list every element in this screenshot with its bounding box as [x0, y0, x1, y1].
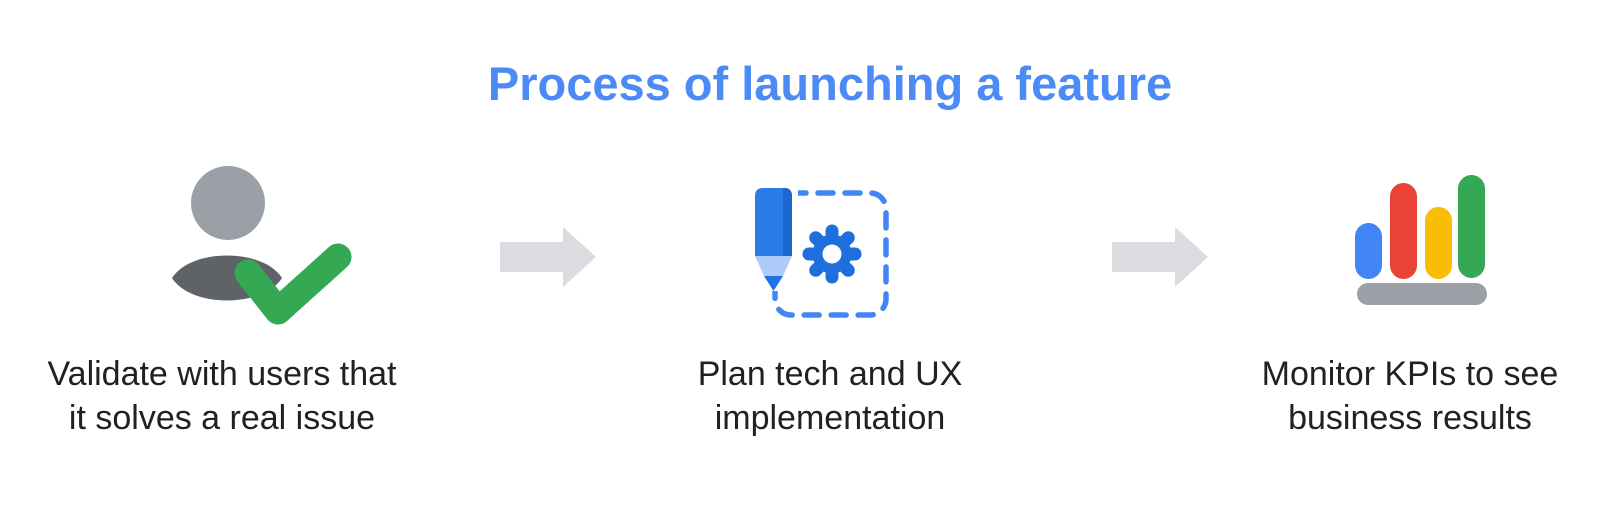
person-head — [191, 166, 265, 240]
caption-line: it solves a real issue — [68, 399, 376, 437]
bar-chart-icon — [1355, 175, 1487, 305]
step-caption-monitor: Monitor KPIs to see business results — [1210, 352, 1600, 440]
chart-bar-yellow — [1425, 207, 1452, 279]
right-arrow-icon — [500, 227, 596, 287]
chart-base — [1357, 283, 1487, 305]
arrow-shape — [500, 227, 596, 287]
pencil-body — [755, 188, 792, 256]
chart-bar-red — [1390, 183, 1417, 279]
pencil-gear-icon — [750, 183, 889, 318]
chart-bar-blue — [1355, 223, 1382, 279]
pencil-body-shade — [783, 188, 792, 256]
check-mark — [234, 243, 352, 325]
pencil-tip — [764, 276, 783, 291]
arrow-shape — [1112, 227, 1208, 287]
user-check-icon — [172, 166, 352, 325]
right-arrow-icon — [1112, 227, 1208, 287]
diagram-title: Process of launching a feature — [487, 57, 1173, 110]
caption-line: Validate with users that — [47, 355, 397, 393]
caption-line: Plan tech and UX — [697, 355, 963, 393]
step-caption-plan: Plan tech and UX implementation — [630, 352, 1030, 440]
caption-line: Monitor KPIs to see — [1261, 355, 1559, 393]
step-caption-validate: Validate with users that it solves a rea… — [22, 352, 422, 440]
caption-line: business results — [1288, 399, 1532, 437]
pencil — [755, 188, 792, 291]
caption-line: implementation — [714, 399, 946, 437]
pencil-collar — [755, 256, 792, 276]
gear-hole — [822, 244, 842, 264]
chart-bar-green — [1458, 175, 1485, 278]
